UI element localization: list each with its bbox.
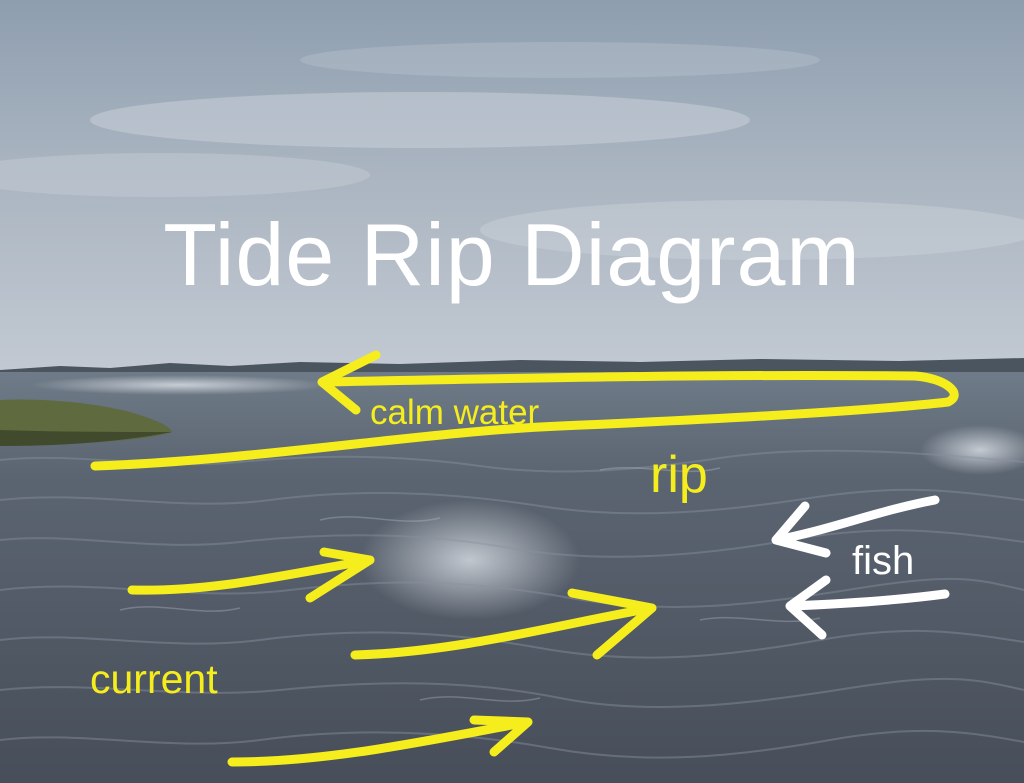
cloud [300, 42, 820, 78]
current-arrow-2 [350, 588, 657, 660]
cloud [480, 200, 1024, 260]
marsh-island-shadow [0, 430, 172, 446]
current-label: current [90, 656, 218, 702]
cloud [0, 153, 370, 197]
diagram-title: Tide Rip Diagram [163, 205, 861, 304]
calm-water-arrowhead [317, 350, 381, 415]
sun-glare [920, 425, 1024, 475]
cloud [90, 92, 750, 148]
fish-arrow-1 [771, 495, 940, 558]
current-arrow-1 [127, 547, 375, 603]
rip-label: rip [650, 446, 708, 504]
horizon-tree-line [0, 358, 1024, 375]
calm-water-arrow [90, 370, 959, 471]
current-arrow-3 [227, 715, 533, 767]
sun-glare [30, 375, 330, 395]
fish-arrow-2 [785, 575, 950, 640]
fish-label: fish [852, 539, 915, 583]
calm-water-label: calm water [370, 393, 540, 432]
sun-glare [360, 500, 580, 620]
